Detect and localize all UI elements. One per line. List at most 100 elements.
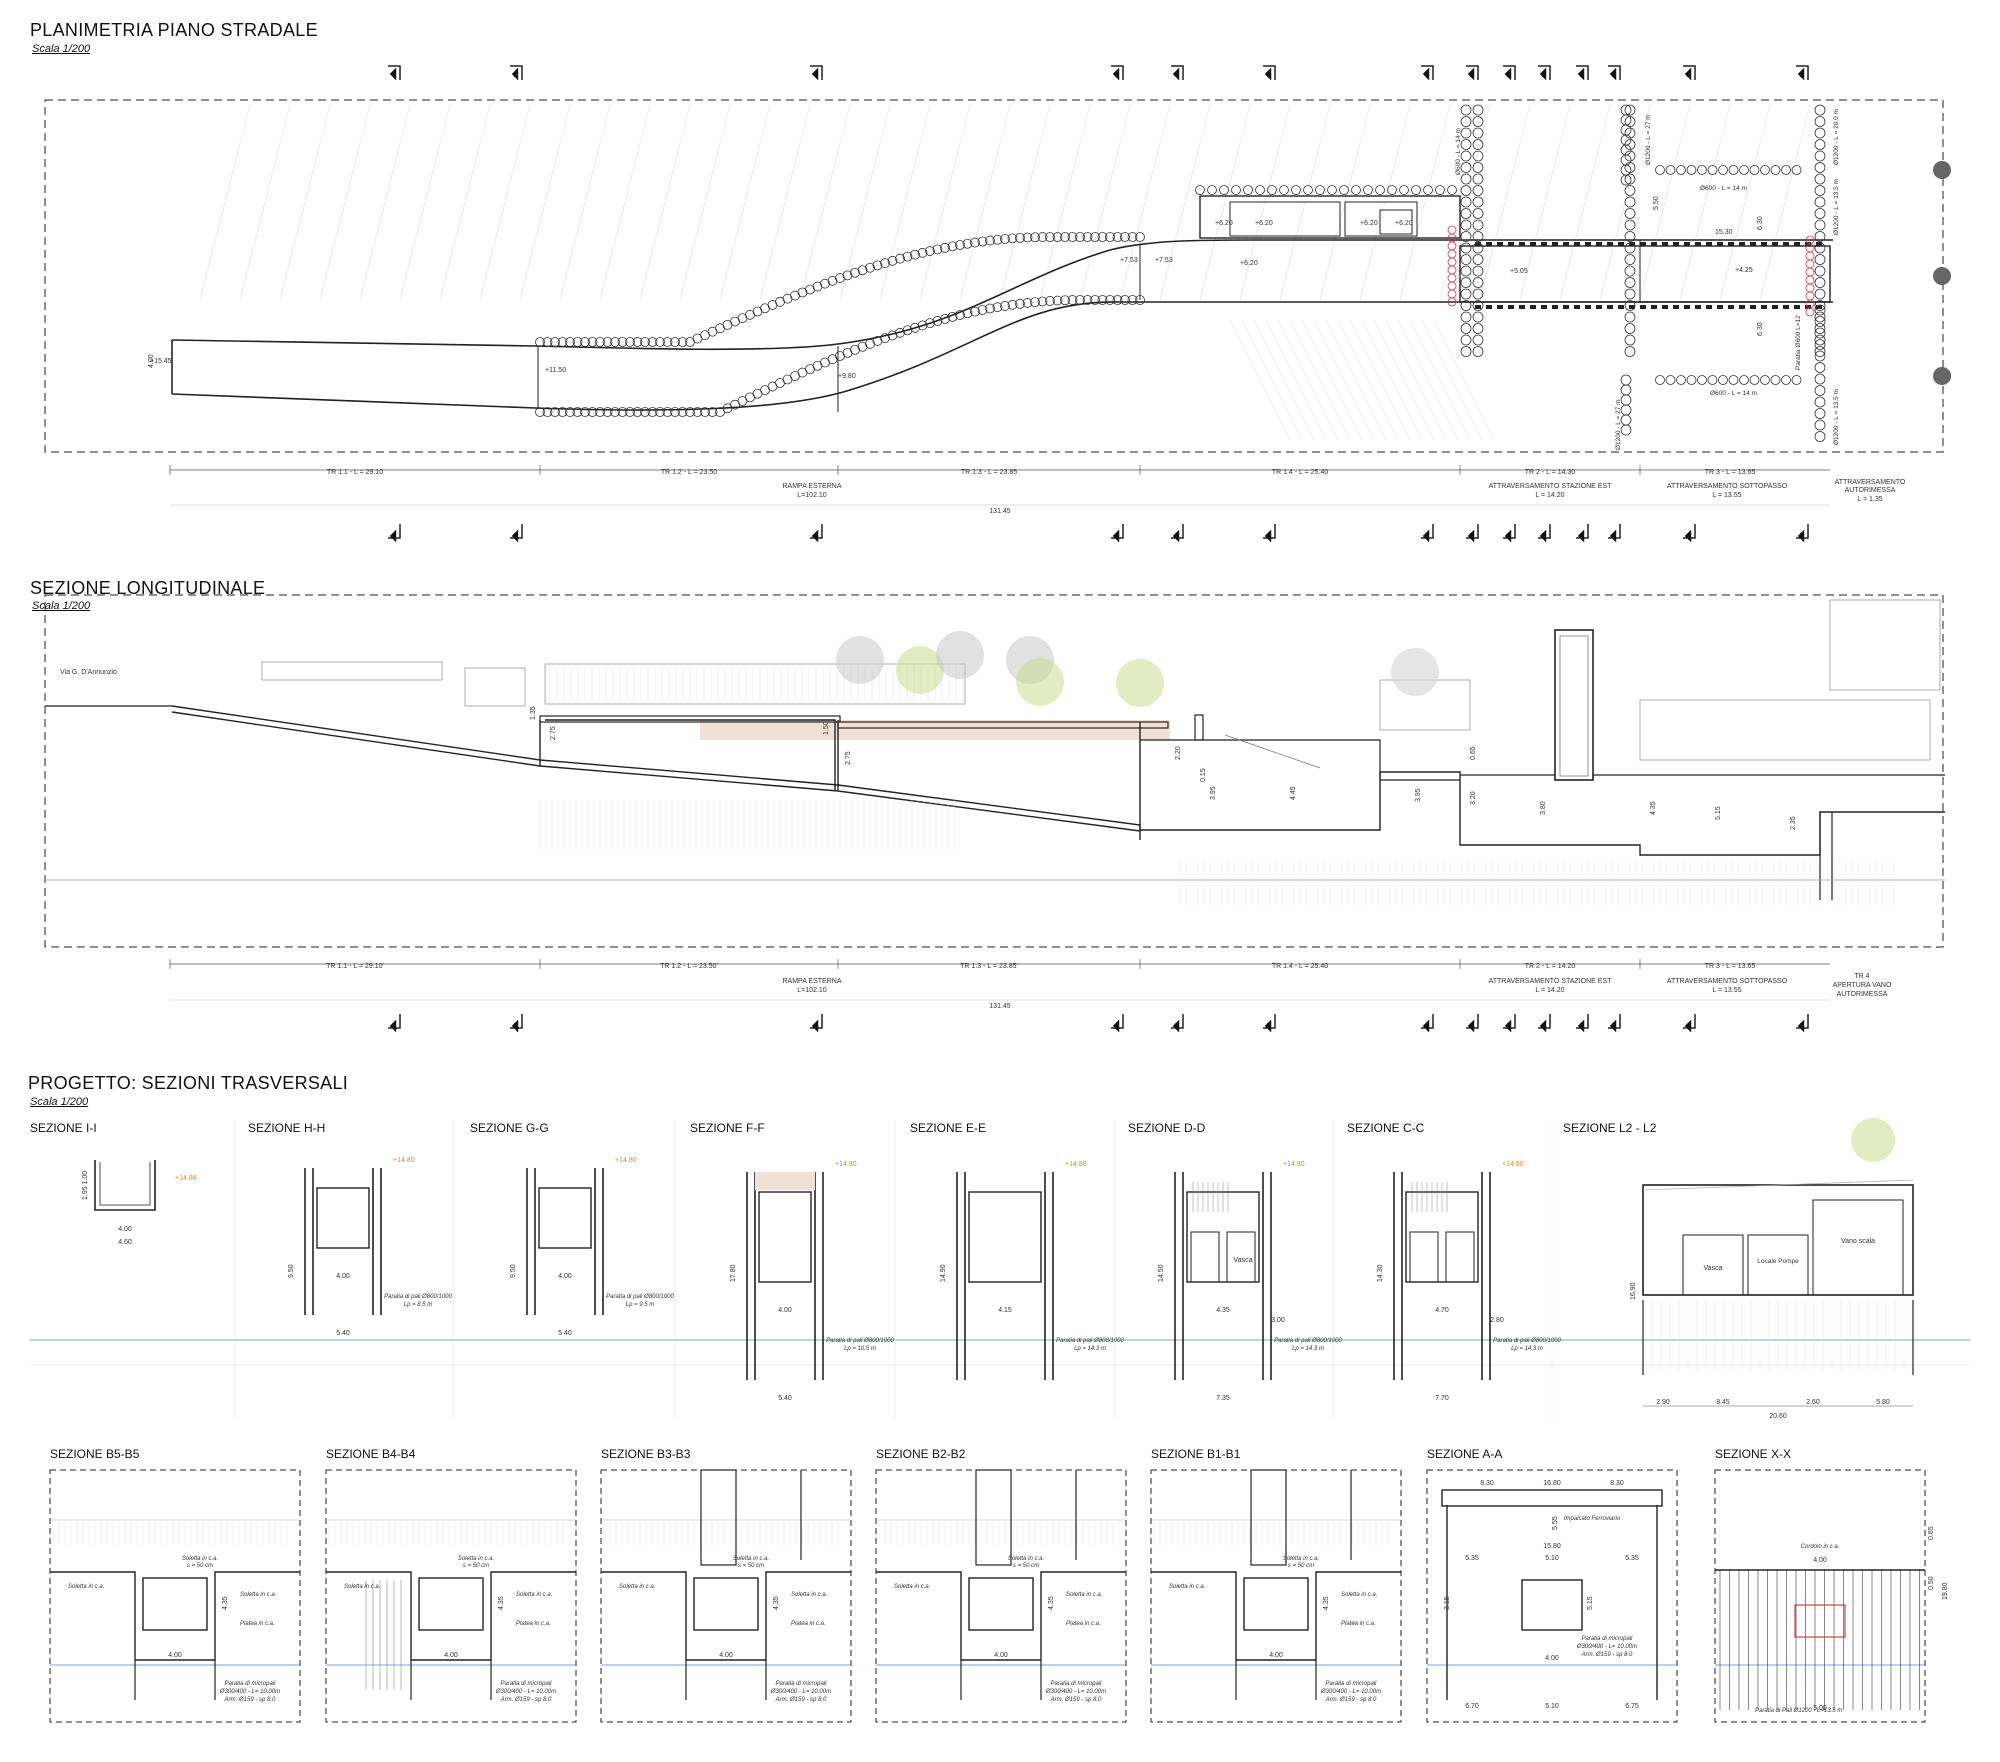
- section-marker-b: B: [1576, 65, 1589, 81]
- note-label: Ø300/400 - L= 10.00m: [770, 1689, 831, 1695]
- pile-circle: [1814, 300, 1826, 311]
- segment-label: TR 1.2 - L = 23.50: [661, 469, 717, 476]
- level-label: +6.20: [1255, 220, 1273, 227]
- pile-black: [1530, 305, 1536, 309]
- pile-circle: [1620, 154, 1632, 166]
- pile-circle: [842, 270, 853, 281]
- note-label: Paratia di micropali: [1050, 1681, 1102, 1687]
- room-label: Vano scala: [1841, 1238, 1875, 1245]
- group-label: AUTORIMESSA: [1837, 991, 1888, 998]
- pile-circle: [917, 320, 928, 331]
- pile-circle: [1624, 265, 1636, 277]
- micropile-wall: [410, 1660, 492, 1700]
- hatch-line: [319, 103, 371, 301]
- pile-circle: [835, 351, 845, 361]
- pile-circle: [1411, 185, 1421, 195]
- pile-circle: [1655, 165, 1665, 175]
- plan-title: PLANIMETRIA PIANO STRADALE: [30, 20, 318, 40]
- section-marker-x: X: [1796, 65, 1809, 81]
- pile-circle: [1231, 185, 1241, 195]
- pile-black: [1596, 305, 1602, 309]
- marker-letter: D: [1266, 533, 1271, 540]
- pile-circle: [1620, 114, 1632, 126]
- note-label: Ø300/400 - L= 10.00m: [495, 1689, 556, 1695]
- box-roof: [837, 721, 1169, 729]
- level-label: +11.50: [545, 367, 566, 374]
- note-label: Paratia di pali Ø800/1000: [1493, 1338, 1561, 1344]
- hatch-line: [599, 103, 651, 301]
- dim-label: 4.00: [148, 354, 155, 368]
- pile-label: Ø1200 - L = 13.5 m: [1833, 179, 1840, 235]
- dim-label: 14.90: [940, 1264, 947, 1282]
- hatch-line: [479, 103, 531, 301]
- pile-black: [1794, 305, 1800, 309]
- section-marker-i: I: [388, 1014, 401, 1033]
- pile-circle: [1620, 414, 1632, 426]
- pile-circle: [692, 407, 703, 417]
- pier-wall: [1446, 1505, 1658, 1700]
- edge-marker: [1933, 367, 1951, 385]
- pile-circle: [1472, 150, 1484, 162]
- section-marker-e: E: [1171, 65, 1184, 81]
- pile-red: [1805, 259, 1815, 269]
- pile-circle: [925, 318, 935, 329]
- pile-circle: [1624, 300, 1636, 311]
- dim-label: 6.70: [1465, 1703, 1479, 1710]
- marker-arrow: [810, 65, 823, 80]
- room: [1445, 1231, 1475, 1283]
- pile-circle: [1624, 127, 1636, 139]
- pile-circle: [1814, 139, 1826, 150]
- pile-black: [1552, 305, 1558, 309]
- edge-marker: [1933, 267, 1951, 285]
- level-label: +6.20: [1360, 220, 1378, 227]
- hatch-line: [1265, 319, 1327, 441]
- pile-circle: [1624, 288, 1636, 300]
- pile-black: [1508, 242, 1514, 246]
- pile-circle: [1007, 299, 1018, 310]
- note-label: Soletta in c.a.: [68, 1584, 104, 1590]
- pile-circle: [1067, 295, 1078, 305]
- pile-circle: [1460, 139, 1472, 150]
- marker-head: [1264, 67, 1272, 81]
- hatch-line: [1289, 319, 1351, 441]
- section-marker-b: B: [1466, 524, 1479, 543]
- pile-circle: [932, 244, 943, 255]
- dim-label: 5.15: [1587, 1596, 1594, 1610]
- micropile-wall: [960, 1660, 1042, 1700]
- pile-circle: [1791, 375, 1802, 385]
- pile-circle: [1697, 165, 1707, 175]
- height-label: 2.75: [550, 726, 557, 740]
- ramp-upper-wall: [171, 239, 1833, 351]
- section-marker-h: H: [510, 524, 523, 543]
- marker-letter: B: [1612, 72, 1617, 79]
- tunnel-outline: [876, 1571, 1126, 1661]
- section-title: SEZIONE D-D: [1128, 1121, 1206, 1135]
- marker-head: [1797, 529, 1805, 543]
- pile-circle: [1814, 127, 1826, 139]
- tunnel-box: [1521, 1579, 1583, 1631]
- section-marker-h: H: [510, 1014, 523, 1033]
- hatch-line: [839, 103, 891, 301]
- note-label: s = 50 cm: [1288, 1563, 1314, 1569]
- marker-arrow: [510, 65, 523, 80]
- tree: [1016, 658, 1064, 706]
- pile-circle: [610, 407, 620, 417]
- hatch-line: [1199, 103, 1251, 301]
- pile-circle: [1460, 288, 1472, 300]
- dim-label: 14.30: [1377, 1264, 1384, 1282]
- note-label: Arm. Ø159 - sp 8.0: [1581, 1652, 1633, 1658]
- level-label: +9.80: [838, 373, 856, 380]
- marker-head: [811, 529, 819, 543]
- pile-circle: [1037, 232, 1048, 242]
- marker-head: [1422, 1019, 1430, 1033]
- pile-circle: [1624, 242, 1636, 254]
- soil-fill: [755, 1172, 815, 1190]
- pile-circle: [1097, 295, 1108, 305]
- longitudinal-scale: Scala 1/200: [32, 600, 91, 612]
- pile-black: [1816, 242, 1822, 246]
- pile-circle: [850, 344, 860, 355]
- pile-black: [1772, 242, 1778, 246]
- upper-structure: [975, 1469, 1012, 1566]
- section-marker-b: B: [1576, 524, 1589, 543]
